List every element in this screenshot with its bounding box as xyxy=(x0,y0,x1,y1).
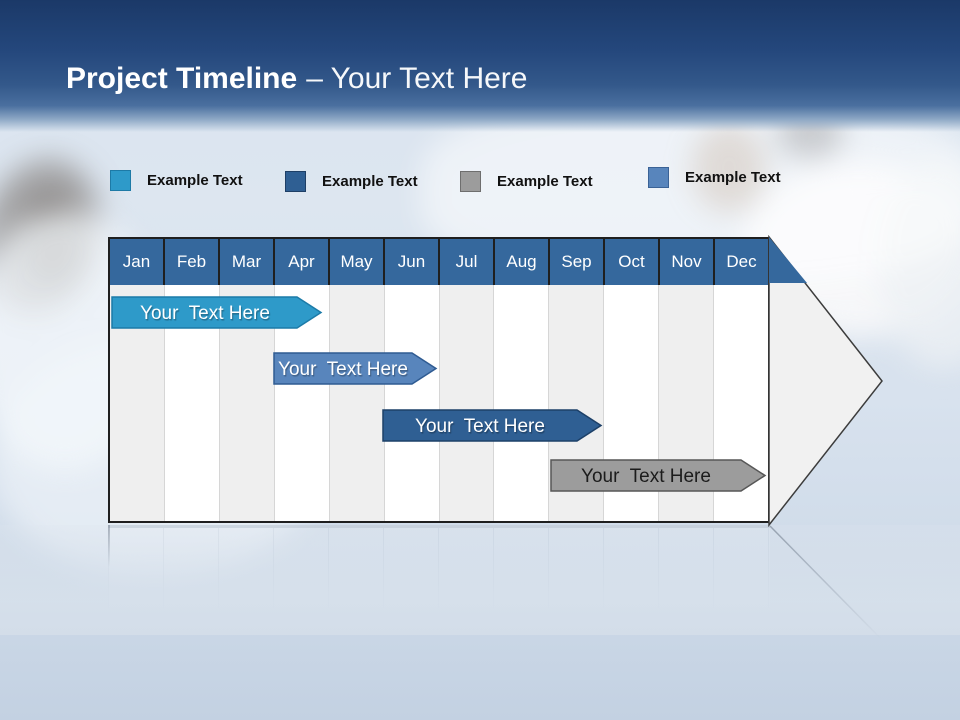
month-column xyxy=(384,285,440,521)
legend-label: Example Text xyxy=(322,173,418,190)
month-cell: May xyxy=(330,239,385,285)
timeline-arrowhead xyxy=(768,235,883,527)
month-header-row: Jan Feb Mar Apr May Jun Jul Aug Sep Oct … xyxy=(110,239,768,285)
month-cell: Jun xyxy=(385,239,440,285)
reflection-band xyxy=(108,525,770,528)
month-column xyxy=(439,285,495,521)
legend-item: Example Text xyxy=(285,171,418,192)
month-cell: Feb xyxy=(165,239,220,285)
legend-item: Example Text xyxy=(110,170,243,191)
legend-swatch-lightblue xyxy=(110,170,131,191)
title-bold-part: Project Timeline xyxy=(66,62,298,95)
month-cell: Aug xyxy=(495,239,550,285)
reflection-left-edge xyxy=(108,525,110,567)
month-cell: Apr xyxy=(275,239,330,285)
task-bar-3: Your Text Here xyxy=(382,409,603,442)
legend-item: Example Text xyxy=(648,167,781,188)
task-bar-label: Your Text Here xyxy=(581,466,711,487)
task-bar-label: Your Text Here xyxy=(140,303,270,324)
month-column xyxy=(329,285,385,521)
month-cell: Dec xyxy=(715,239,768,285)
legend-swatch-gray xyxy=(460,171,481,192)
reflection-arrow-line xyxy=(769,525,893,651)
page-title: Project Timeline– Your Text Here xyxy=(66,60,527,98)
legend-swatch-mediumblue xyxy=(648,167,669,188)
month-cell: Jul xyxy=(440,239,495,285)
month-cell: Mar xyxy=(220,239,275,285)
month-cell: Sep xyxy=(550,239,605,285)
task-bar-label: Your Text Here xyxy=(278,359,408,380)
month-column xyxy=(494,285,550,521)
legend-label: Example Text xyxy=(497,173,593,190)
timeline-table: Jan Feb Mar Apr May Jun Jul Aug Sep Oct … xyxy=(108,237,770,523)
legend-label: Example Text xyxy=(685,169,781,186)
task-bar-2: Your Text Here xyxy=(273,352,438,385)
month-cell: Oct xyxy=(605,239,660,285)
legend-swatch-darkblue xyxy=(285,171,306,192)
task-bar-1: Your Text Here xyxy=(111,296,323,329)
reflection-fade xyxy=(0,525,960,635)
month-cell: Nov xyxy=(660,239,715,285)
title-band xyxy=(0,0,960,132)
legend-label: Example Text xyxy=(147,172,243,189)
task-bar-4: Your Text Here xyxy=(550,459,767,492)
timeline-grid xyxy=(110,285,769,521)
month-cell: Jan xyxy=(110,239,165,285)
task-bar-label: Your Text Here xyxy=(415,416,545,437)
legend-item: Example Text xyxy=(460,171,593,192)
title-light-part: – Your Text Here xyxy=(306,62,528,95)
